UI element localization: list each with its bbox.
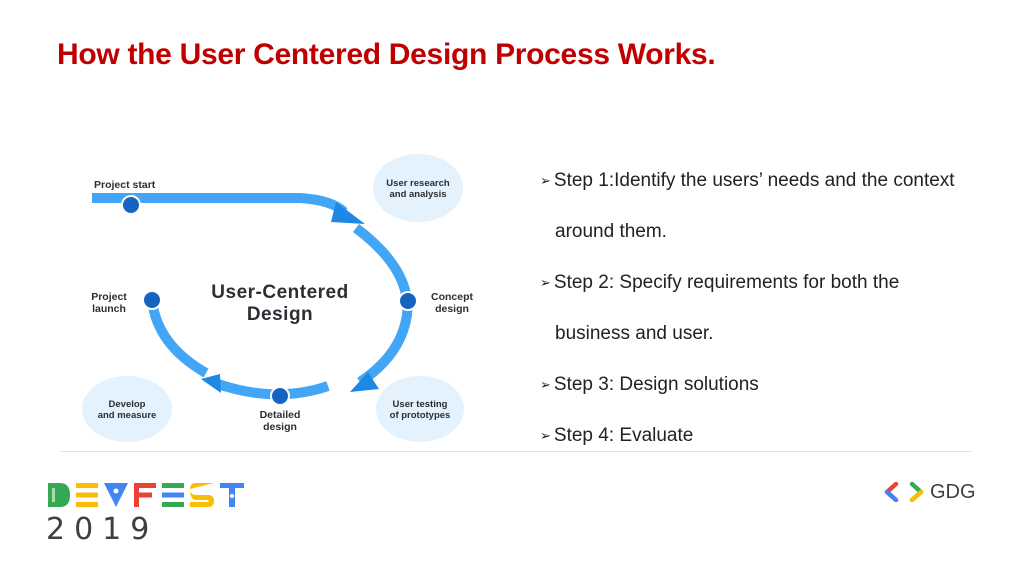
- bullet-arrow-icon: ➢: [540, 377, 551, 392]
- label-develop-measure: Develop and measure: [97, 399, 157, 421]
- node-project-launch: [142, 290, 162, 310]
- arrowhead-right: [350, 372, 379, 392]
- ucd-diagram-graphic: [82, 154, 464, 442]
- node-project-start: [121, 195, 141, 215]
- blob-user-testing: [376, 376, 464, 442]
- step-3: ➢Step 3: Design solutions: [540, 374, 759, 395]
- label-detailed-design: Detailed design: [259, 409, 301, 433]
- slide-title: How the User Centered Design Process Wor…: [57, 38, 716, 71]
- gdg-chevrons-icon: [884, 482, 924, 502]
- arrow-right-arc: [352, 224, 413, 387]
- step-4: ➢Step 4: Evaluate: [540, 425, 694, 446]
- step-1-line-2: around them.: [555, 221, 667, 242]
- label-user-testing: User testing of prototypes: [389, 399, 451, 421]
- step-1-line-1: ➢Step 1:Identify the users’ needs and th…: [540, 170, 955, 191]
- bullet-arrow-icon: ➢: [540, 173, 551, 188]
- footer-divider: [60, 451, 972, 452]
- step-2-line-1: ➢Step 2: Specify requirements for both t…: [540, 272, 900, 293]
- node-concept-design: [398, 291, 418, 311]
- arrowhead-top: [331, 202, 365, 224]
- devfest-logo: [48, 483, 244, 507]
- blob-user-research: [373, 154, 463, 222]
- arrowhead-bottom: [201, 374, 221, 393]
- blob-develop-measure: [82, 376, 172, 442]
- gdg-wordmark: GDG: [930, 481, 976, 503]
- label-user-research: User research and analysis: [386, 178, 450, 200]
- ucd-diagram: Project start User research and analysis…: [60, 140, 500, 450]
- bullet-arrow-icon: ➢: [540, 428, 551, 443]
- step-2-line-2: business and user.: [555, 323, 714, 344]
- label-project-start: Project start: [94, 179, 156, 191]
- steps-list: ➢Step 1:Identify the users’ needs and th…: [540, 170, 1020, 476]
- diagram-center-title: User-Centered Design: [211, 282, 349, 325]
- event-year: 2019: [46, 512, 159, 547]
- label-project-launch: Project launch: [91, 291, 127, 315]
- label-concept-design: Concept design: [431, 291, 473, 315]
- node-detailed-design: [270, 386, 290, 406]
- bullet-arrow-icon: ➢: [540, 275, 551, 290]
